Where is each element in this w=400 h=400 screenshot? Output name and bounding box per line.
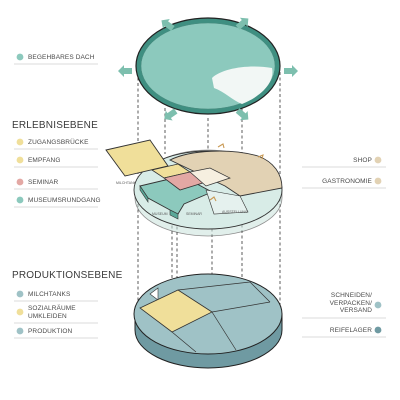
roof-direction-arrows — [118, 17, 298, 121]
erlebnis-level — [105, 139, 283, 237]
legend-label-reifelager: REIFELAGER — [329, 327, 372, 334]
legend-rules — [14, 63, 386, 339]
legend-label-seminar: SEMINAR — [28, 179, 59, 186]
legend-label-museumsrundgang: MUSEUMSRUNDGANG — [28, 197, 101, 204]
legend-label-gastronomie: GASTRONOMIE — [322, 178, 372, 185]
produktion-level — [133, 273, 283, 369]
legend-label-zugangsbruecke: ZUGANGSBRÜCKE — [28, 139, 89, 146]
legend-label-sozialraeume: SOZIALRÄUME UMKLEIDEN — [28, 305, 76, 320]
plan-label-museum: MUSEUM — [152, 212, 168, 216]
plan-label-seminar: SEMINAR — [186, 212, 202, 216]
legend-label-produktion: PRODUKTION — [28, 328, 73, 335]
access-markers — [209, 143, 264, 202]
plan-label-milchtank: MILCHTANK — [116, 181, 136, 185]
section-heading-produktion: PRODUKTIONSEBENE — [12, 270, 123, 281]
legend-label-begehbares-dach: BEGEHBARES DACH — [28, 54, 95, 61]
legend-dots — [16, 53, 382, 335]
legend-label-shop: SHOP — [353, 157, 372, 164]
section-heading-erlebnis: ERLEBNISEBENE — [12, 120, 98, 131]
legend-label-schneiden: SCHNEIDEN/ VERPACKEN/ VERSAND — [329, 292, 372, 314]
legend-label-milchtanks: MILCHTANKS — [28, 291, 71, 298]
legend-label-empfang: EMPFANG — [28, 157, 61, 164]
plan-label-ausstellung: AUSSTELLUNG — [222, 210, 248, 214]
roof-disc — [135, 17, 281, 115]
roof-opening — [212, 66, 273, 104]
